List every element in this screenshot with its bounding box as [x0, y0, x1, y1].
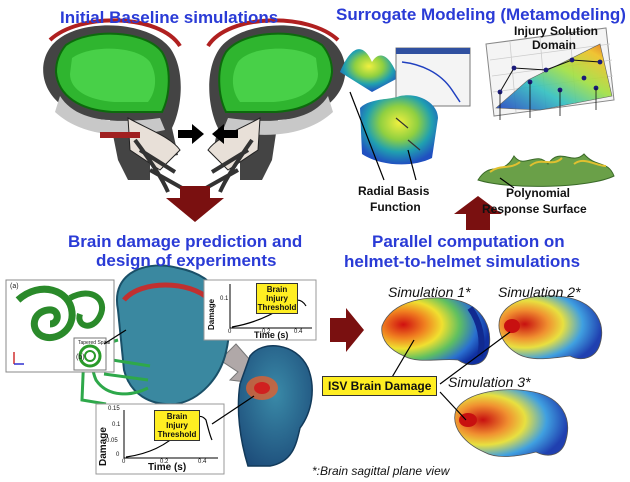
threshold-label-large: Brain Injury Threshold — [154, 410, 200, 441]
pointer-inset-to-helmet — [103, 329, 127, 345]
threshold-large-line-1: Brain — [166, 412, 188, 421]
left-helmet-skull-model — [43, 18, 183, 193]
collision-arrows — [178, 124, 238, 144]
label-pointer-lines — [349, 91, 515, 189]
inset-caption: Tapered Spiral — [78, 340, 111, 346]
heading-brain-damage-1: Brain damage prediction and — [68, 232, 303, 251]
inset-label-a: (a) — [10, 283, 19, 290]
large-graph-xtick-1: 0.2 — [160, 459, 169, 465]
arrow-down — [166, 186, 224, 222]
small-graph-xtick-1: 0.2 — [262, 329, 271, 335]
threshold-label-small: Brain Injury Threshold — [256, 283, 298, 314]
inset-label-b: (b) — [76, 354, 85, 361]
large-graph-xlabel: Time (s) — [148, 462, 187, 473]
small-graph-xtick-2: 0.4 — [294, 329, 303, 335]
heading-brain-damage-2: design of experiments — [96, 251, 277, 270]
threshold-large-line-2: Injury — [166, 421, 188, 430]
threshold-small-line-1: Brain — [266, 285, 288, 294]
large-graph-xtick-0: 0 — [122, 459, 126, 465]
right-helmet-skull-model — [205, 18, 346, 193]
large-graph-ylabel: Damage — [98, 427, 109, 466]
label-injury-domain-1: Injury Solution — [514, 24, 598, 38]
label-prs-1: Polynomial — [506, 186, 571, 200]
threshold-large-line-3: Threshold — [157, 430, 197, 439]
simulation-2-brain — [498, 295, 603, 360]
simulation-2-label: Simulation 2* — [498, 284, 581, 300]
label-rbf-1: Radial Basis — [358, 184, 430, 198]
small-graph-ytick: 0.1 — [220, 296, 229, 302]
pointer-graph-to-head — [211, 395, 255, 425]
large-graph-ytick-1: 0.1 — [112, 422, 121, 428]
small-graph-xlabel: Time (s) — [254, 330, 289, 340]
label-prs-2: Response Surface — [482, 202, 587, 216]
simulation-3-label: Simulation 3* — [448, 374, 531, 390]
footnote: *:Brain sagittal plane view — [312, 464, 450, 478]
human-head-mesh-model — [237, 345, 313, 467]
heading-initial-baseline: Initial Baseline simulations — [60, 8, 279, 27]
small-graph-ylabel: Damage — [207, 298, 216, 330]
arrow-up — [454, 196, 502, 230]
injury-solution-domain-3d-plot — [485, 27, 615, 120]
simulation-3-brain — [454, 389, 569, 457]
large-graph-ytick-2: 0.05 — [106, 438, 118, 444]
helmet-head-mesh-model — [80, 264, 230, 406]
label-injury-domain-2: Domain — [532, 38, 577, 52]
rbf-surface-plots — [340, 47, 471, 165]
simulation-1-label: Simulation 1* — [388, 284, 471, 300]
arrow-right — [330, 308, 364, 352]
simulation-1-brain — [381, 297, 491, 366]
large-graph-ytick-0: 0.15 — [108, 406, 120, 412]
heading-surrogate-modeling: Surrogate Modeling (Metamodeling) — [336, 5, 626, 24]
small-graph-xtick-0: 0 — [228, 329, 232, 335]
large-graph-ytick-3: 0 — [116, 452, 120, 458]
isv-brain-damage-label: ISV Brain Damage — [322, 376, 438, 396]
tapered-spiral-inset — [5, 279, 115, 373]
heading-parallel-1: Parallel computation on — [372, 232, 565, 251]
label-rbf-2: Function — [370, 200, 421, 214]
polynomial-response-surface — [477, 153, 615, 187]
threshold-small-line-3: Threshold — [257, 303, 297, 312]
threshold-small-line-2: Injury — [266, 294, 288, 303]
large-graph-xtick-2: 0.4 — [198, 459, 207, 465]
heading-parallel-2: helmet-to-helmet simulations — [344, 252, 581, 271]
